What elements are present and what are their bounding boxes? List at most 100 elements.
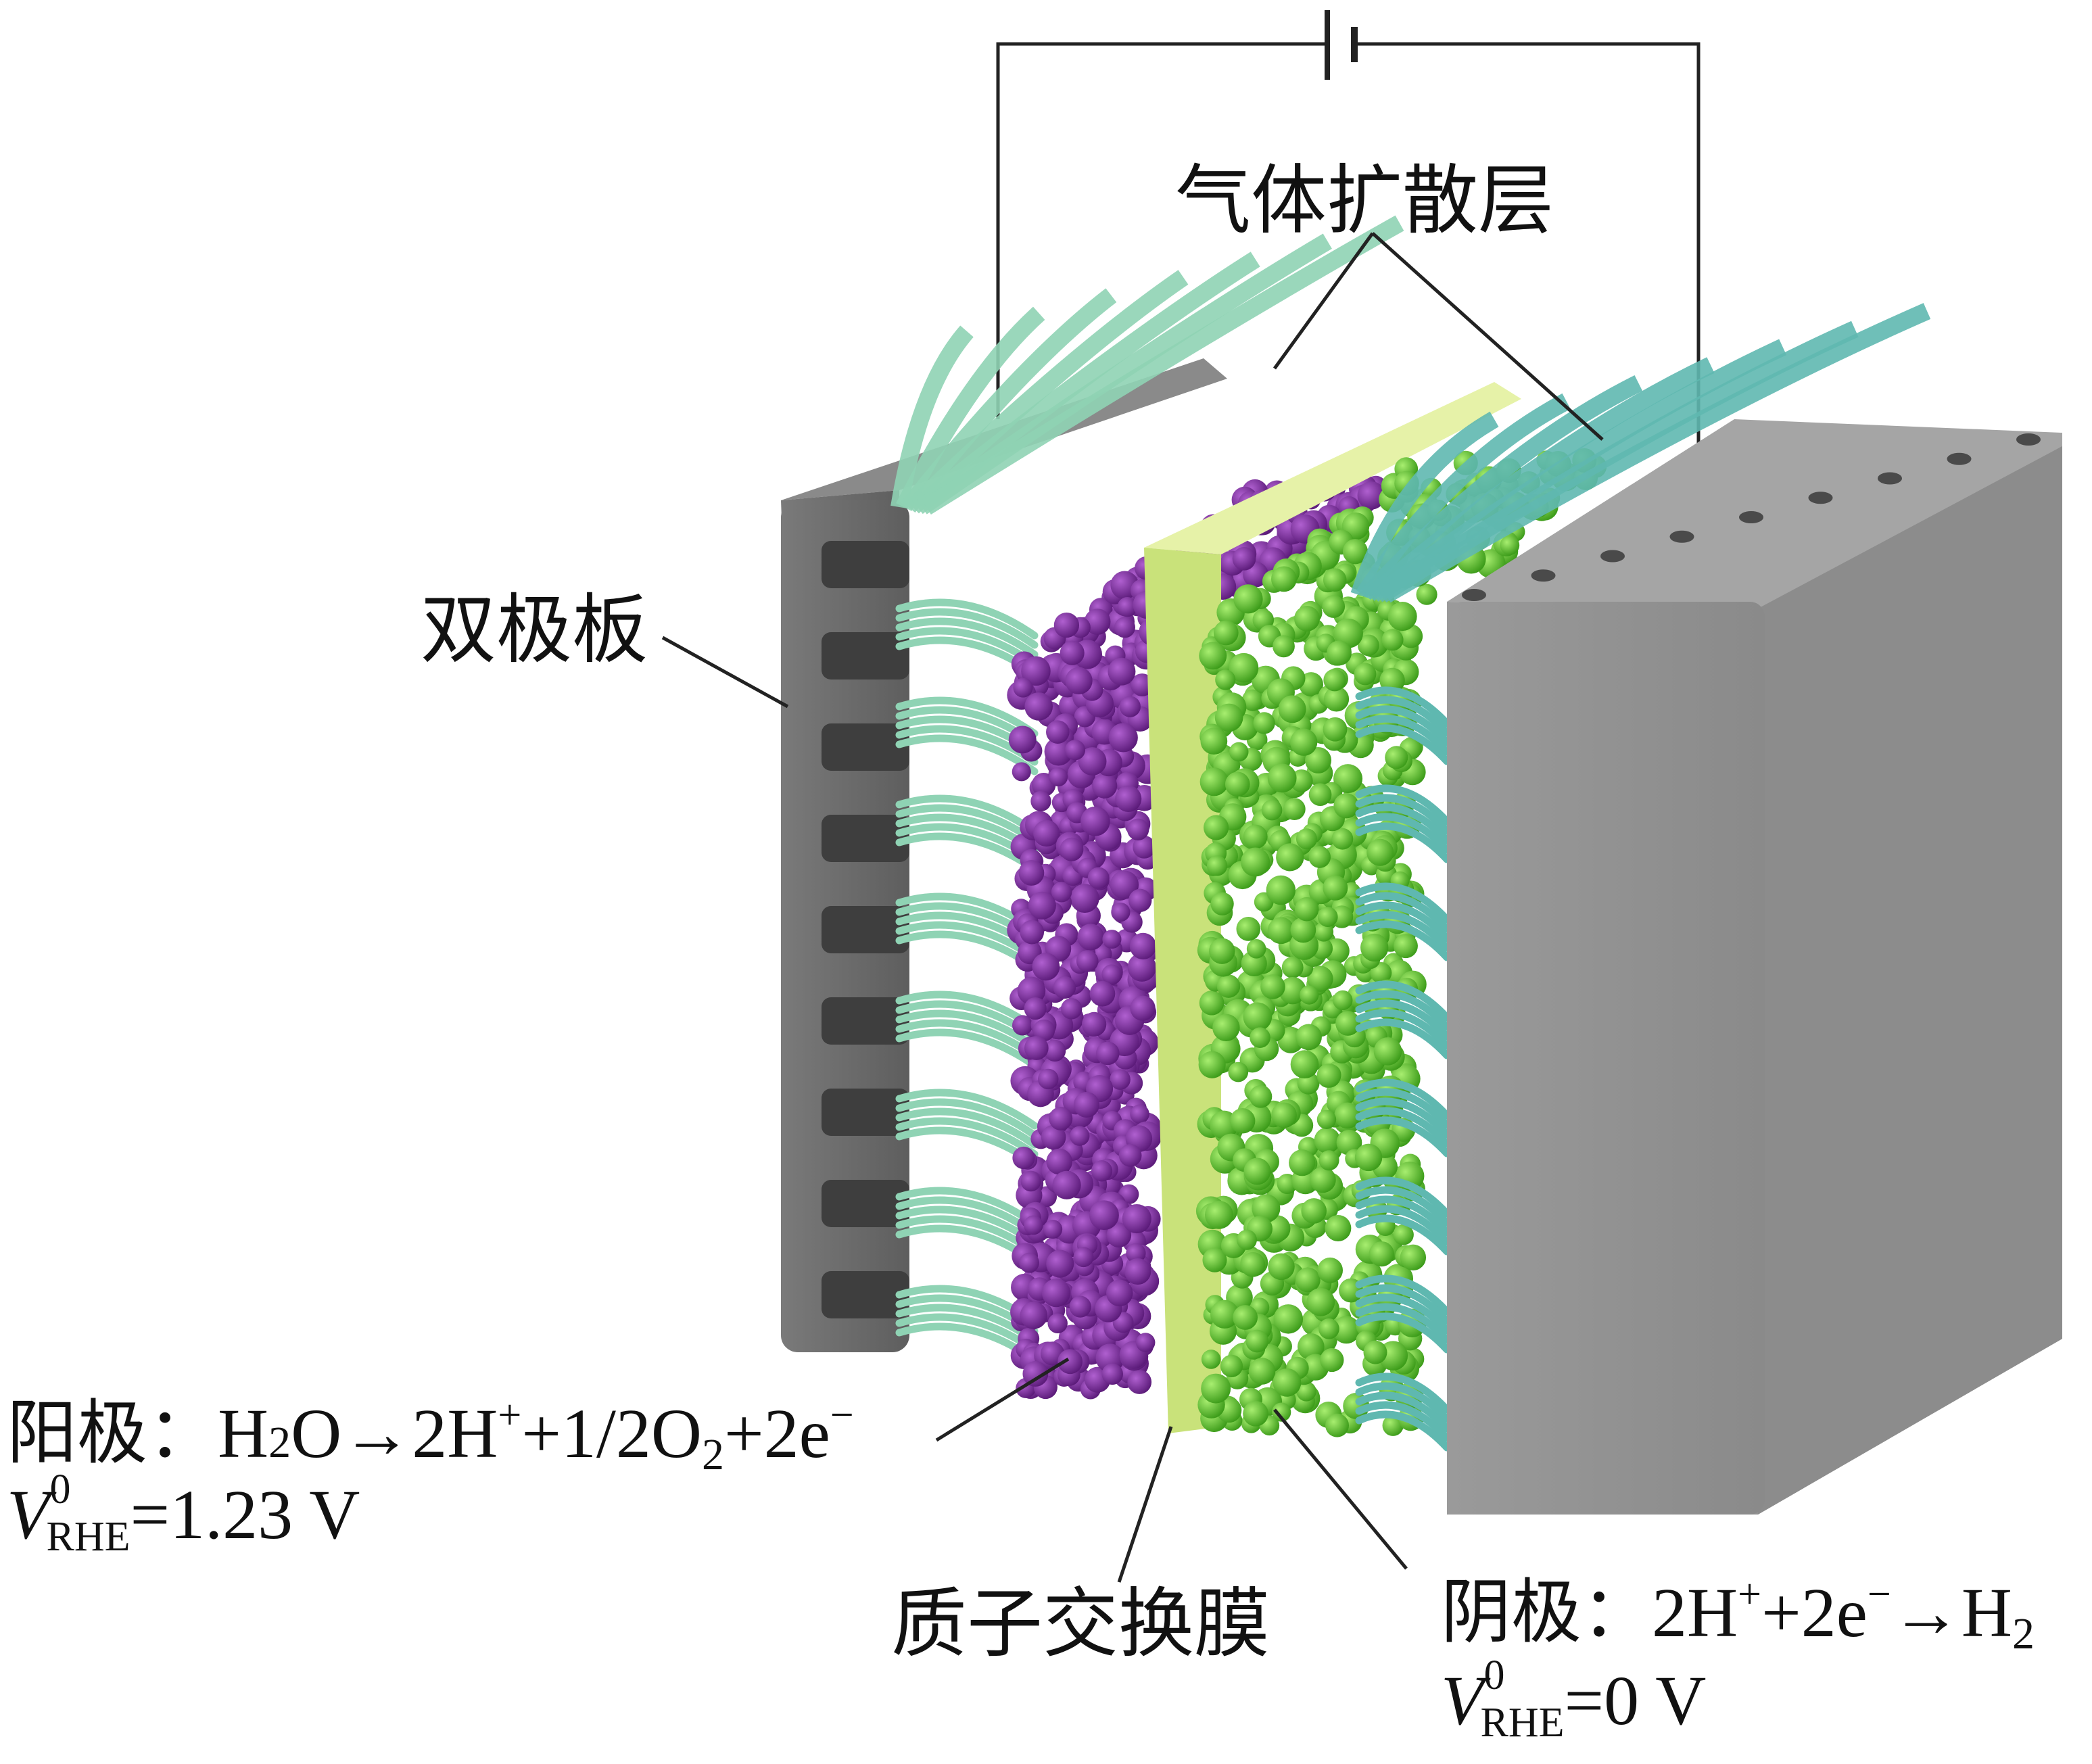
catalyst-particle bbox=[1057, 1349, 1083, 1375]
label-gas-diffusion-layer: 气体扩散层 bbox=[1175, 157, 1554, 245]
catalyst-particle bbox=[1135, 1333, 1156, 1352]
catalyst-particle bbox=[1373, 1037, 1402, 1066]
fiber-strand bbox=[1355, 1274, 1451, 1316]
catalyst-particle bbox=[1267, 763, 1297, 793]
catalyst-particle bbox=[1323, 875, 1348, 901]
catalyst-particle bbox=[1385, 746, 1408, 769]
catalyst-particle bbox=[1047, 1313, 1068, 1333]
catalyst-particle bbox=[1049, 1107, 1073, 1130]
circuit-wire-left bbox=[996, 42, 1327, 419]
catalyst-particle bbox=[1210, 1300, 1239, 1329]
catalyst-particle bbox=[1084, 609, 1111, 635]
catalyst-particle bbox=[1115, 785, 1142, 812]
catalyst-particle bbox=[1220, 1354, 1243, 1378]
plate-channel bbox=[822, 997, 909, 1045]
catalyst-particle bbox=[1273, 1368, 1302, 1397]
catalyst-particle bbox=[1253, 712, 1275, 734]
catalyst-particle bbox=[1241, 847, 1270, 877]
catalyst-particle bbox=[1046, 1148, 1072, 1175]
fiber-top bbox=[901, 288, 1117, 513]
catalyst-particle bbox=[1202, 1247, 1227, 1272]
catalyst-particle bbox=[1212, 1014, 1240, 1042]
fiber-strand bbox=[895, 794, 1039, 836]
fiber-strand bbox=[1355, 1195, 1451, 1237]
fiber-strand bbox=[895, 598, 1039, 640]
catalyst-particle bbox=[1043, 1220, 1063, 1239]
catalyst-particle bbox=[1051, 882, 1072, 903]
catalyst-particle bbox=[1305, 746, 1332, 773]
catalyst-particle bbox=[1043, 1039, 1066, 1062]
catalyst-particle bbox=[1101, 1363, 1123, 1385]
catalyst-particle bbox=[1261, 799, 1283, 821]
fiber-strand bbox=[895, 832, 1039, 874]
catalyst-particle bbox=[1260, 974, 1285, 999]
plate-hole bbox=[2016, 433, 2041, 446]
catalyst-particle bbox=[1325, 1215, 1352, 1241]
catalyst-particle bbox=[1210, 892, 1234, 915]
fiber-strand bbox=[1355, 1116, 1451, 1158]
catalyst-particle bbox=[1369, 1241, 1394, 1267]
catalyst-particle bbox=[1201, 1350, 1221, 1369]
catalyst-particle bbox=[1201, 1373, 1231, 1404]
plate-hole bbox=[1808, 492, 1833, 504]
catalyst-particle bbox=[1320, 1348, 1344, 1373]
catalyst-particle bbox=[1301, 1198, 1327, 1224]
fiber-strand bbox=[1355, 803, 1451, 844]
plate-hole bbox=[1878, 472, 1902, 485]
plate-channel bbox=[822, 1271, 909, 1318]
catalyst-particle bbox=[1281, 956, 1304, 978]
catalyst-particle bbox=[1266, 875, 1296, 905]
fiber-strand bbox=[1355, 1107, 1451, 1148]
catalyst-particle bbox=[1327, 640, 1352, 666]
catalyst-particle bbox=[1317, 907, 1338, 928]
catalyst-particle bbox=[1030, 790, 1051, 812]
catalyst-particle bbox=[1199, 642, 1227, 670]
catalyst-particle bbox=[1416, 583, 1437, 605]
catalyst-particle bbox=[1130, 995, 1156, 1021]
catalyst-particle bbox=[1381, 629, 1404, 651]
fiber-strand bbox=[895, 1107, 1039, 1149]
plate-channel bbox=[822, 541, 909, 588]
fiber-strand bbox=[895, 804, 1039, 845]
catalyst-particle bbox=[1323, 669, 1346, 692]
catalyst-particle bbox=[1122, 1203, 1151, 1234]
catalyst-particle bbox=[1070, 884, 1099, 913]
catalyst-particle bbox=[1049, 767, 1068, 787]
catalyst-particle bbox=[1268, 1253, 1295, 1281]
fiber-strand bbox=[895, 617, 1039, 659]
catalyst-particle bbox=[1215, 669, 1236, 690]
catalyst-particle bbox=[1044, 737, 1073, 766]
leader-lines bbox=[661, 232, 1604, 1583]
catalyst-particle bbox=[1065, 667, 1093, 694]
catalyst-particle bbox=[1370, 962, 1392, 984]
catalyst-particle bbox=[1060, 837, 1084, 861]
fiber-strand bbox=[1355, 1382, 1451, 1423]
fiber-strand bbox=[1355, 1018, 1451, 1059]
fiber-strand bbox=[895, 1117, 1039, 1158]
fiber-strand bbox=[1355, 696, 1451, 737]
catalyst-particle bbox=[1252, 1194, 1281, 1223]
catalyst-particle bbox=[1243, 1158, 1271, 1185]
catalyst-particle bbox=[1278, 695, 1306, 723]
catalyst-particle bbox=[1233, 584, 1263, 614]
catalyst-particle bbox=[1316, 1110, 1337, 1129]
catalyst-particle bbox=[1387, 602, 1417, 631]
plate-channel bbox=[822, 906, 909, 953]
fiber-strand bbox=[1355, 1088, 1451, 1129]
catalyst-particle bbox=[1316, 1064, 1341, 1088]
catalyst-particle bbox=[1204, 1200, 1233, 1229]
catalyst-particle bbox=[1289, 728, 1318, 756]
catalyst-particle bbox=[1053, 612, 1080, 638]
catalyst-particle bbox=[1127, 1370, 1152, 1394]
catalyst-particle bbox=[1216, 974, 1241, 998]
catalyst-particle bbox=[1314, 922, 1334, 942]
fiber-strand bbox=[1355, 705, 1451, 746]
fiber-strand bbox=[1355, 980, 1451, 1022]
fiber-strand bbox=[895, 696, 1039, 738]
catalyst-particle bbox=[1229, 742, 1249, 762]
fiber-strand bbox=[1355, 794, 1451, 835]
fiber-strand bbox=[1355, 784, 1451, 826]
catalyst-particle bbox=[1127, 953, 1157, 982]
